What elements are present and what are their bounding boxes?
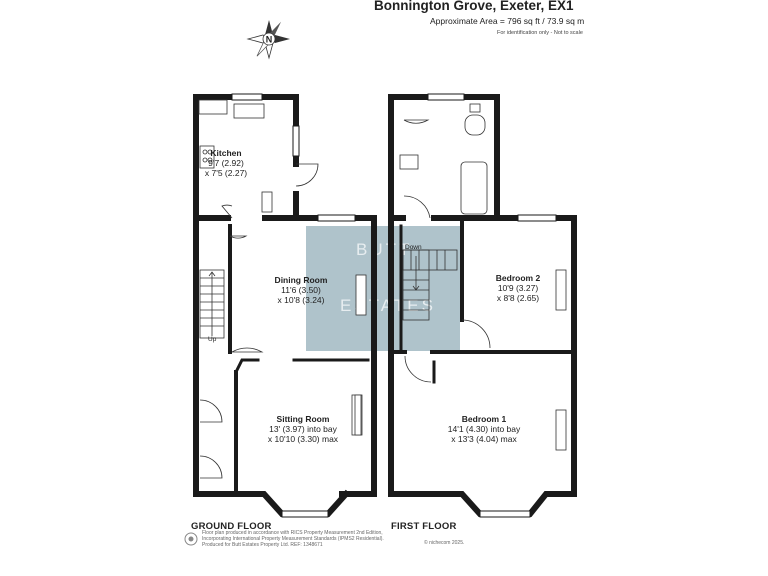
room-bedroom-1: Bedroom 1 14'1 (4.30) into bay x 13'3 (4… bbox=[448, 414, 521, 444]
room-dimension: 14'1 (4.30) into bay bbox=[447, 424, 521, 434]
compass-icon: N bbox=[246, 20, 290, 60]
identification-note: For identification only - Not to scale bbox=[497, 30, 583, 36]
room-dimension: 9'7 (2.92) bbox=[208, 158, 244, 168]
stairs-up-label: Up bbox=[208, 336, 217, 343]
room-kitchen: Kitchen 9'7 (2.92) x 7'5 (2.27) bbox=[205, 148, 247, 178]
room-name: Bedroom 2 bbox=[495, 273, 541, 283]
rics-logo-icon bbox=[184, 532, 198, 546]
ground-floor-label: GROUND FLOOR bbox=[191, 521, 272, 532]
room-dimension: x 13'3 (4.04) max bbox=[451, 434, 517, 444]
room-dimension: 11'6 (3.50) bbox=[281, 285, 321, 295]
compass-letter: N bbox=[266, 35, 273, 45]
room-bedroom-2: Bedroom 2 10'9 (3.27) x 8'8 (2.65) bbox=[496, 273, 540, 303]
first-floor-label: FIRST FLOOR bbox=[391, 521, 457, 532]
stairs-down-label: Down bbox=[405, 244, 422, 251]
room-dimension: x 7'5 (2.27) bbox=[204, 168, 248, 178]
agent-watermark: BUTT ESTATES bbox=[306, 226, 460, 351]
room-dimension: 10'9 (3.27) bbox=[497, 283, 539, 293]
room-dimension: x 8'8 (2.65) bbox=[496, 293, 540, 303]
room-dimension: x 10'8 (3.24) bbox=[277, 295, 325, 305]
room-name: Sitting Room bbox=[276, 414, 330, 424]
plan-title: Bonnington Grove, Exeter, EX1 bbox=[374, 0, 574, 13]
footer-credit: © nichecom 2025. bbox=[424, 540, 465, 546]
footer-line: Incorporating International Property Mea… bbox=[202, 536, 384, 542]
room-sitting: Sitting Room 13' (3.97) into bay x 10'10… bbox=[268, 414, 338, 444]
room-name: Dining Room bbox=[274, 275, 328, 285]
room-name: Kitchen bbox=[210, 148, 242, 158]
room-dimension: x 10'10 (3.30) max bbox=[267, 434, 339, 444]
approximate-area: Approximate Area = 796 sq ft / 73.9 sq m bbox=[430, 16, 585, 26]
room-dining: Dining Room 11'6 (3.50) x 10'8 (3.24) bbox=[275, 275, 328, 305]
watermark-line-1: BUTT bbox=[356, 240, 413, 259]
footer-line: Produced for Butt Estates Property Ltd. … bbox=[202, 542, 323, 548]
room-name: Bedroom 1 bbox=[461, 414, 507, 424]
footer-line: Floor plan produced in accordance with R… bbox=[202, 530, 383, 536]
footer-disclaimer: Floor plan produced in accordance with R… bbox=[202, 530, 384, 548]
room-dimension: 13' (3.97) into bay bbox=[269, 424, 337, 434]
